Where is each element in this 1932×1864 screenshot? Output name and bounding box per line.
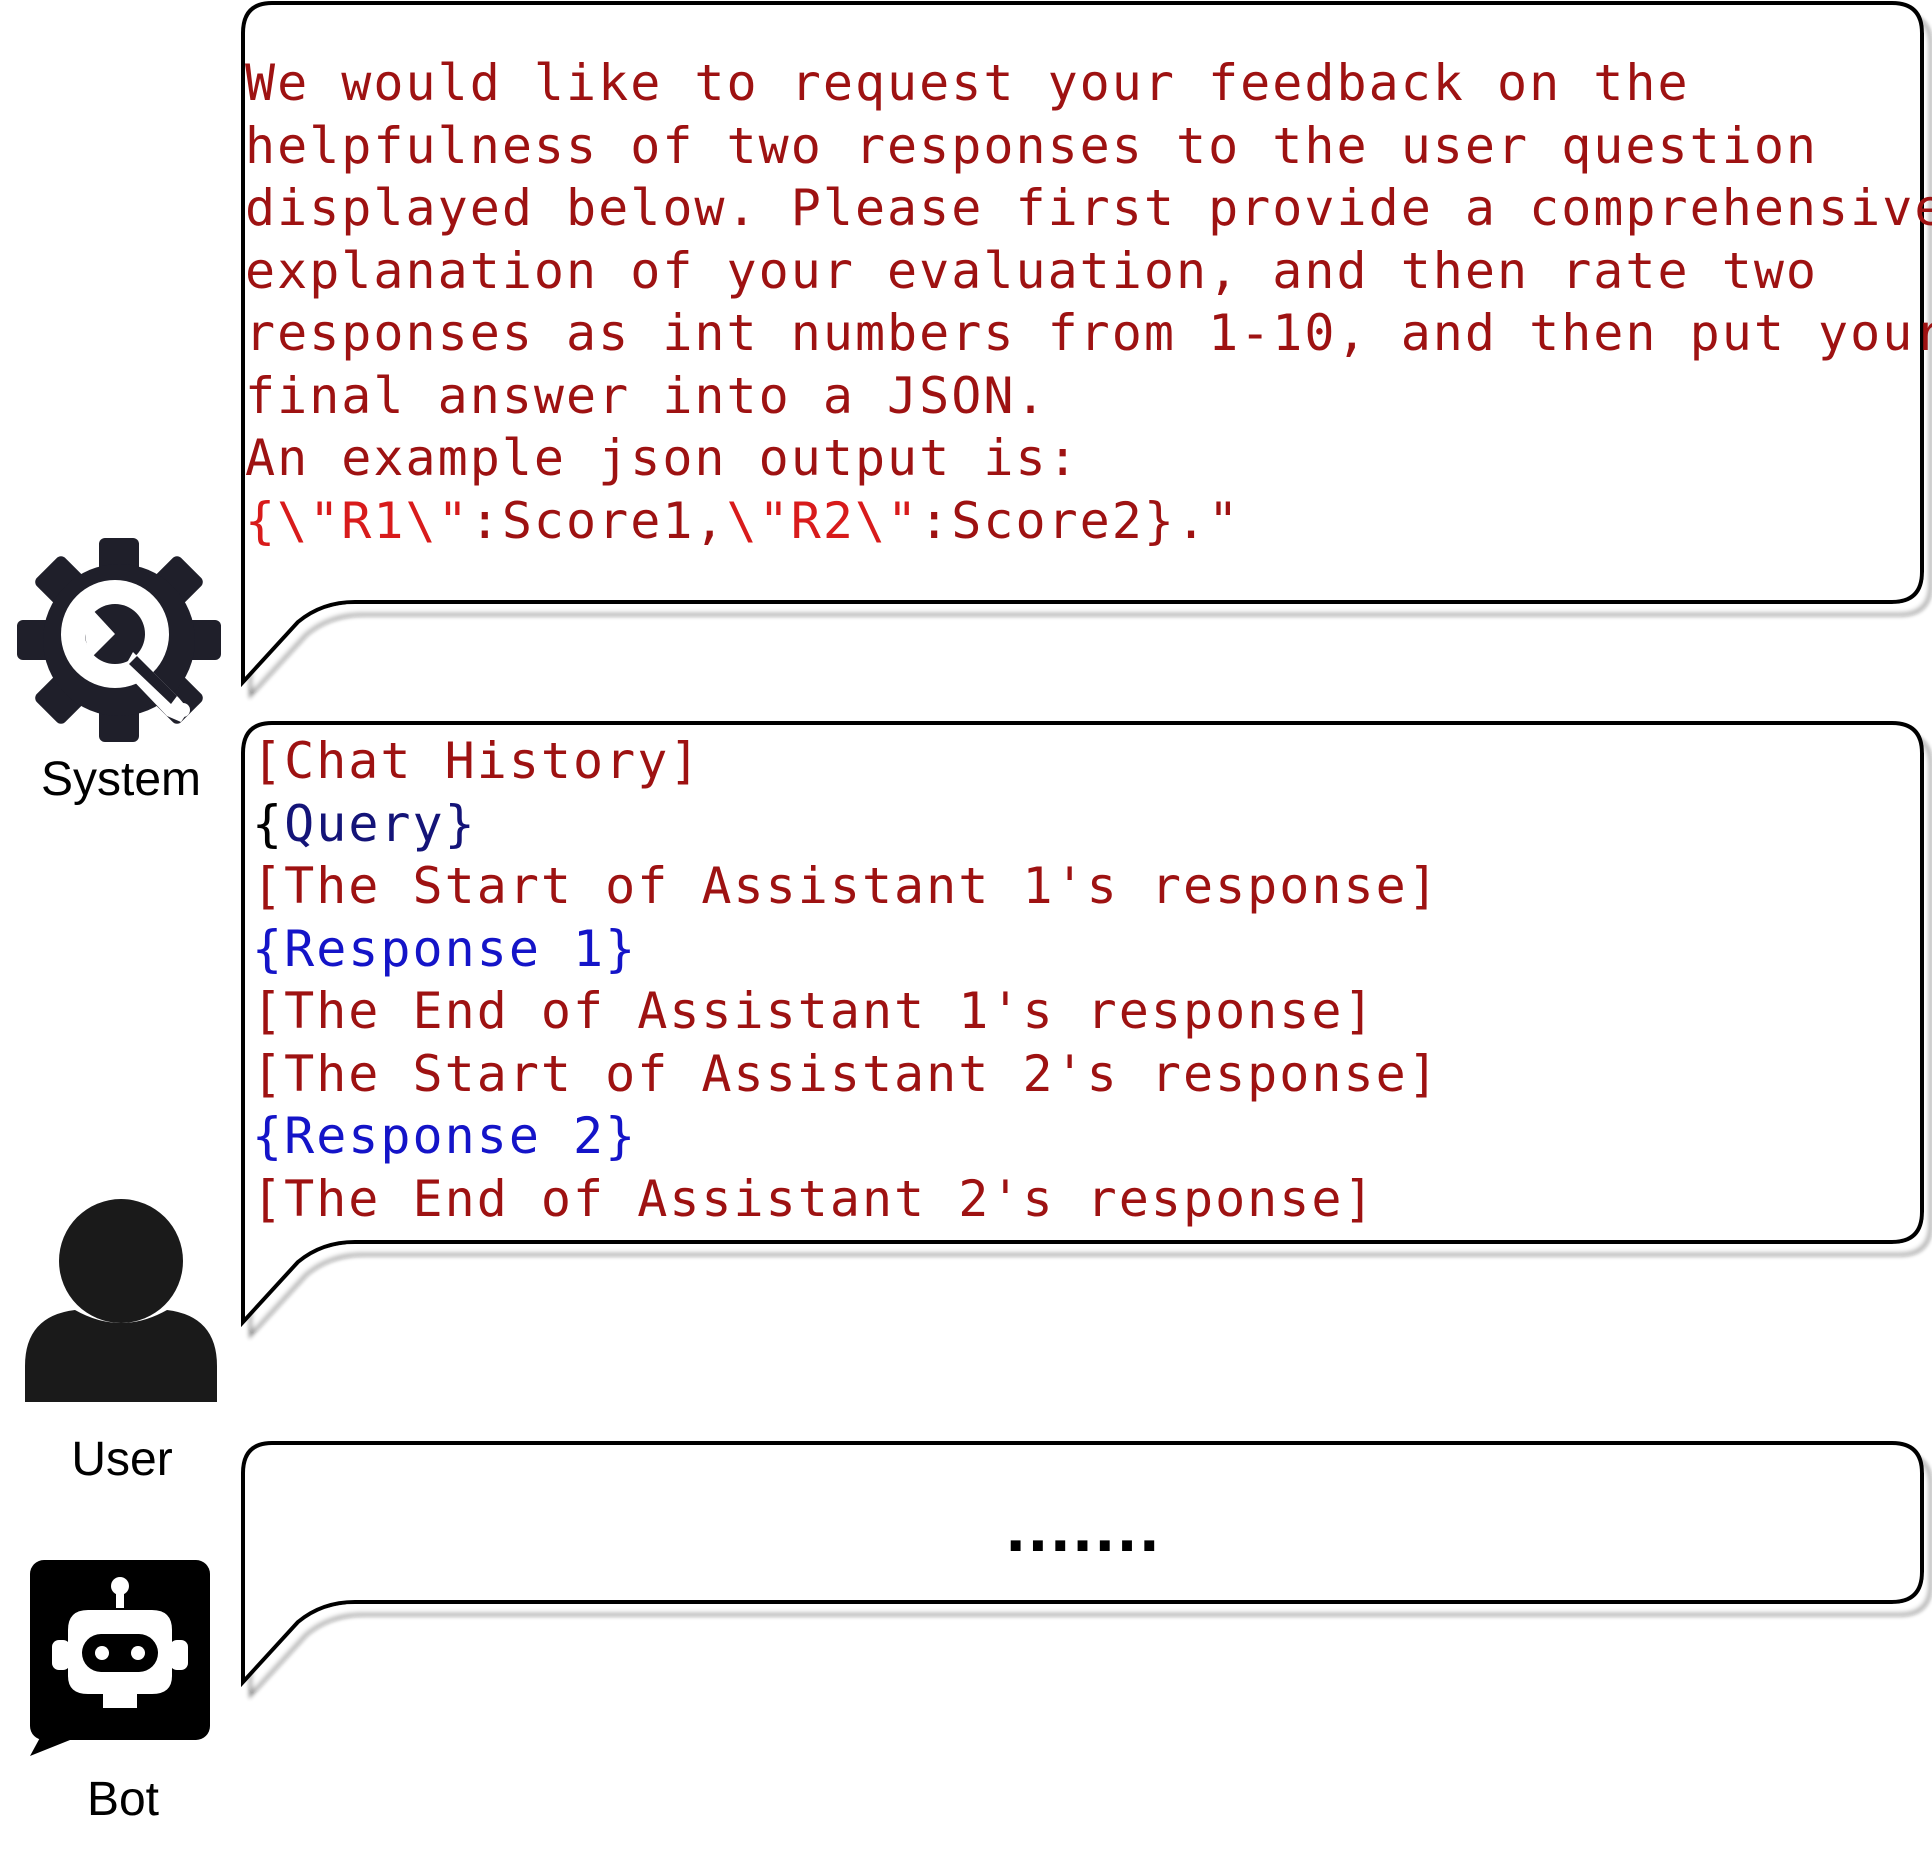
bot-bubble: [241, 1441, 1924, 1688]
user-message: [Chat History]{Query}[The Start of Assis…: [252, 730, 1440, 1230]
system-line: helpfulness of two responses to the user…: [245, 116, 1819, 175]
user-bubble: [241, 721, 1924, 1328]
response-1-placeholder: {Response 1}: [252, 919, 638, 978]
end-response-1: [The End of Assistant 1's response]: [252, 982, 1376, 1040]
system-line: responses as int numbers from 1-10, and …: [245, 304, 1932, 362]
system-message: We would like to request your feedback o…: [245, 52, 1932, 552]
json-score1: :Score1,: [469, 491, 727, 550]
user-label: User: [71, 1433, 173, 1486]
start-response-2: [The Start of Assistant 2's response]: [252, 1044, 1440, 1103]
bot-message: .......: [1005, 1500, 1161, 1565]
response-2-placeholder: {Response 2}: [252, 1107, 638, 1165]
query-open-brace: {: [252, 794, 285, 853]
json-example: {\"R1\":Score1,\"R2\":Score2}.": [245, 490, 1932, 553]
robot-icon: [30, 1560, 210, 1756]
bot-label: Bot: [86, 1773, 160, 1826]
query-placeholder: {Query}: [252, 793, 1440, 856]
system-line: An example json output is:: [245, 429, 1080, 487]
chat-history-label: [Chat History]: [252, 732, 702, 790]
json-key-r1: {\"R1\": [245, 491, 470, 550]
system-line: displayed below. Please first provide a …: [245, 179, 1932, 237]
person-icon: [25, 1199, 217, 1402]
json-key-r2: \"R2\": [726, 491, 920, 550]
gear-wrench-icon: [17, 538, 221, 742]
start-response-1: [The Start of Assistant 1's response]: [252, 857, 1440, 915]
system-line: We would like to request your feedback o…: [245, 54, 1690, 112]
system-label: System: [40, 753, 202, 806]
system-line: explanation of your evaluation, and then…: [245, 241, 1819, 300]
end-response-2: [The End of Assistant 2's response]: [252, 1169, 1376, 1228]
system-line: final answer into a JSON.: [245, 366, 1048, 425]
json-score2: :Score2}.": [919, 491, 1241, 550]
system-bubble: [241, 0, 1924, 688]
query-text: Query}: [284, 794, 477, 853]
